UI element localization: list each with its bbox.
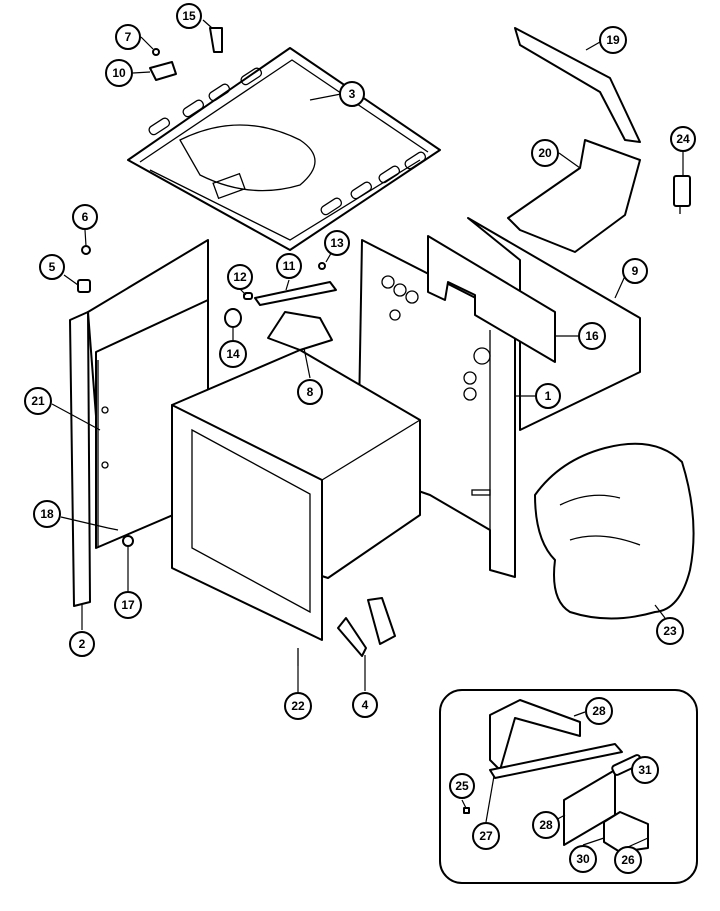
svg-text:4: 4 xyxy=(362,698,369,712)
callout-23: 23 xyxy=(656,617,684,645)
callout-7: 7 xyxy=(115,24,141,50)
svg-text:5: 5 xyxy=(49,260,56,274)
vent-duct-20-part xyxy=(507,139,641,253)
callout-11: 11 xyxy=(276,253,302,279)
svg-text:15: 15 xyxy=(182,9,196,23)
svg-text:18: 18 xyxy=(40,507,54,521)
screw-6-part xyxy=(81,245,91,255)
svg-text:25: 25 xyxy=(455,779,469,793)
callout-30: 30 xyxy=(569,845,597,873)
svg-text:28: 28 xyxy=(592,704,606,718)
callout-21: 21 xyxy=(24,387,52,415)
callout-18: 18 xyxy=(33,500,61,528)
svg-text:20: 20 xyxy=(538,146,552,160)
callout-28-top: 28 xyxy=(585,697,613,725)
insulation-blanket-part xyxy=(534,442,695,620)
insulation-panel-part xyxy=(427,235,556,363)
svg-text:14: 14 xyxy=(226,347,240,361)
svg-text:1: 1 xyxy=(545,389,552,403)
inset-detail-box xyxy=(439,689,698,884)
svg-text:31: 31 xyxy=(638,763,652,777)
knob-14-part xyxy=(224,308,242,328)
callout-3: 3 xyxy=(339,81,365,107)
svg-text:2: 2 xyxy=(79,637,86,651)
callout-26: 26 xyxy=(614,846,642,874)
screw-13-part xyxy=(318,262,326,270)
callout-27: 27 xyxy=(472,822,500,850)
callout-10: 10 xyxy=(105,59,133,87)
svg-text:21: 21 xyxy=(31,394,45,408)
small-part-10 xyxy=(149,48,177,81)
svg-text:23: 23 xyxy=(663,624,677,638)
screw-18-part xyxy=(107,527,119,531)
burner-box-part xyxy=(127,47,441,251)
callout-4: 4 xyxy=(352,692,378,718)
svg-text:6: 6 xyxy=(82,210,89,224)
callout-9: 9 xyxy=(622,258,648,284)
svg-text:16: 16 xyxy=(585,329,599,343)
callout-16: 16 xyxy=(578,322,606,350)
oven-cavity-part xyxy=(171,349,421,641)
callout-5: 5 xyxy=(39,254,65,280)
rod-11-part xyxy=(254,281,337,306)
bracket-8-part xyxy=(267,311,333,351)
svg-text:11: 11 xyxy=(283,259,296,273)
callout-20: 20 xyxy=(531,139,559,167)
svg-text:10: 10 xyxy=(112,66,126,80)
svg-text:26: 26 xyxy=(621,853,635,867)
callout-6: 6 xyxy=(72,204,98,230)
svg-text:13: 13 xyxy=(330,236,344,250)
part-24 xyxy=(673,175,691,214)
callout-15: 15 xyxy=(176,3,202,29)
callout-2: 2 xyxy=(69,631,95,657)
small-part-15 xyxy=(209,27,223,53)
svg-text:9: 9 xyxy=(632,264,639,278)
svg-text:7: 7 xyxy=(125,30,132,44)
svg-text:3: 3 xyxy=(349,87,356,101)
svg-text:22: 22 xyxy=(291,699,305,713)
washer-17-part xyxy=(122,535,134,547)
callout-14: 14 xyxy=(219,340,247,368)
svg-text:24: 24 xyxy=(676,132,690,146)
callout-19: 19 xyxy=(599,26,627,54)
callout-24: 24 xyxy=(670,126,696,152)
callout-17: 17 xyxy=(114,591,142,619)
callout-22: 22 xyxy=(284,692,312,720)
svg-text:28: 28 xyxy=(539,818,553,832)
svg-text:30: 30 xyxy=(576,852,590,866)
callout-31: 31 xyxy=(631,756,659,784)
svg-text:17: 17 xyxy=(121,598,135,612)
door-hinge-part xyxy=(337,597,396,657)
callout-13: 13 xyxy=(324,230,350,256)
svg-text:8: 8 xyxy=(307,385,314,399)
svg-text:12: 12 xyxy=(233,270,247,284)
vent-duct-19-part xyxy=(514,27,641,143)
svg-text:19: 19 xyxy=(606,33,620,47)
callout-25: 25 xyxy=(449,773,475,799)
callout-1: 1 xyxy=(535,383,561,409)
callout-8: 8 xyxy=(297,379,323,405)
side-panel-part xyxy=(357,239,516,578)
callout-12: 12 xyxy=(227,264,253,290)
svg-text:27: 27 xyxy=(479,829,493,843)
clip-5-part xyxy=(77,279,91,293)
callout-28-bottom: 28 xyxy=(532,811,560,839)
